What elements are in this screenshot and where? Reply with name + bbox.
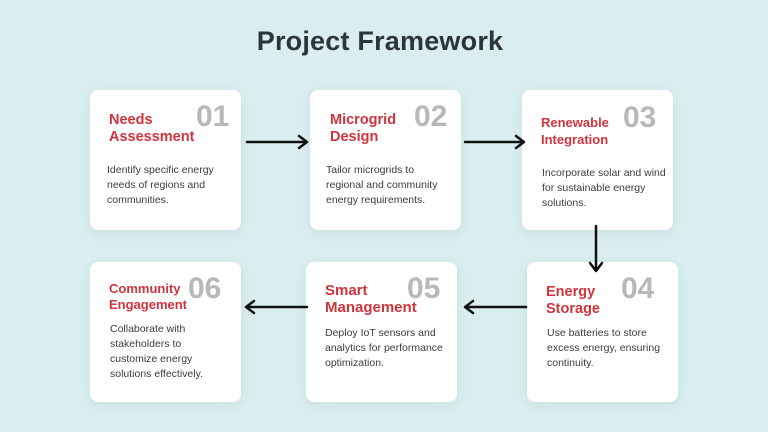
step-number: 03: [623, 101, 657, 134]
step-card-01: Needs Assessment 01 Identify specific en…: [90, 90, 241, 230]
step-label: Energy Storage: [546, 284, 600, 317]
step-label: Community Engagement: [109, 281, 188, 312]
step-card-05: Smart Management 05 Deploy IoT sensors a…: [306, 262, 457, 402]
step-card-02: Microgrid Design 02 Tailor microgrids to…: [310, 90, 461, 230]
step-card-06: Community Engagement 06 Collaborate with…: [90, 262, 241, 402]
step-description: Collaborate with stakeholders to customi…: [110, 323, 203, 380]
page-title: Project Framework: [256, 26, 504, 56]
step-label: Microgrid Design: [330, 112, 397, 145]
arrow-right-icon: [245, 134, 309, 150]
arrow-left-icon: [463, 299, 528, 315]
step-number: 02: [414, 100, 448, 133]
step-description: Use batteries to store excess energy, en…: [547, 327, 661, 369]
step-number: 04: [621, 272, 655, 305]
step-card-04: Energy Storage 04 Use batteries to store…: [527, 262, 678, 402]
arrow-down-icon: [588, 224, 604, 273]
step-number: 05: [407, 272, 441, 305]
step-description: Deploy IoT sensors and analytics for per…: [325, 327, 443, 369]
step-label: Smart Management: [325, 282, 417, 316]
step-number: 06: [188, 272, 222, 305]
step-card-03: Renewable Integration 03 Incorporate sol…: [522, 90, 673, 230]
step-label: Renewable Integration: [541, 115, 609, 147]
step-label: Needs Assessment: [109, 112, 195, 145]
step-description: Identify specific energy needs of region…: [107, 164, 214, 206]
arrow-right-icon: [463, 134, 526, 150]
step-description: Tailor microgrids to regional and commun…: [326, 164, 438, 206]
step-number: 01: [196, 100, 230, 133]
arrow-left-icon: [244, 299, 309, 315]
step-description: Incorporate solar and wind for sustainab…: [542, 167, 666, 209]
